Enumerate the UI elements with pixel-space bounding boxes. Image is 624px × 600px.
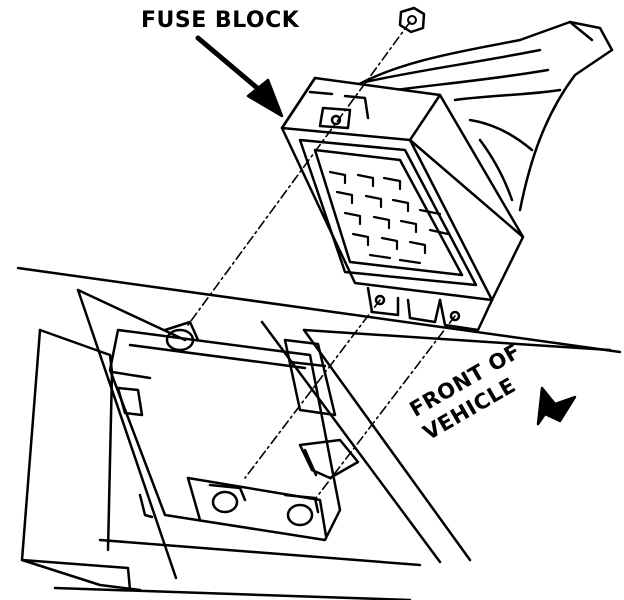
fuse-block	[280, 76, 525, 332]
mounting-panel	[16, 266, 622, 600]
direction-arrow-icon	[536, 386, 577, 426]
fuse-block-label: FUSE BLOCK	[141, 8, 300, 33]
alignment-lines	[187, 21, 456, 499]
pointer-arrow-icon	[195, 35, 284, 118]
nut-icon	[398, 6, 426, 34]
